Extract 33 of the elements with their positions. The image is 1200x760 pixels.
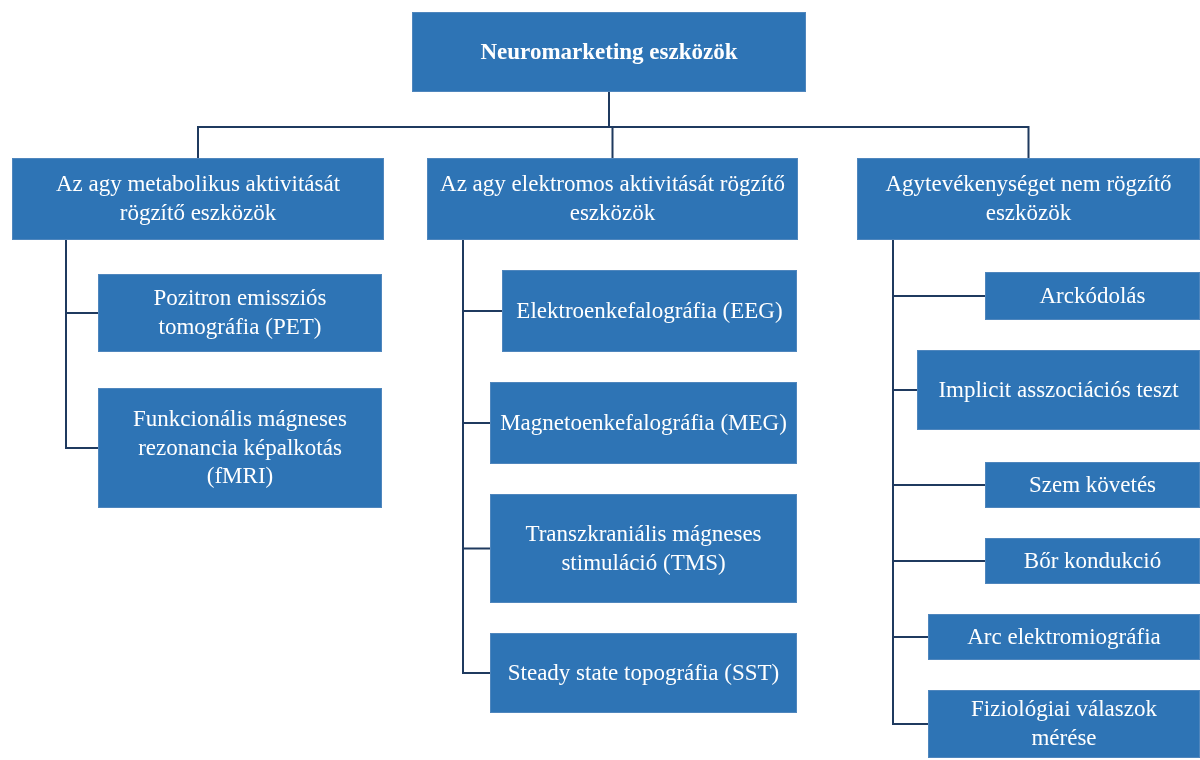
box-label: Arckódolás [1039, 281, 1146, 310]
category-box [427, 158, 798, 240]
category-box [857, 158, 1200, 240]
box-label: Az agy metabolikus aktivitását rögzítő eszközök [54, 170, 342, 227]
box-label: Szem követés [1028, 470, 1157, 499]
box-label: Az agy elektromos aktivitását rögzítő eszközök [439, 170, 786, 227]
category-box [490, 494, 797, 603]
box-label: Elektroenkefalográfia (EEG) [516, 296, 783, 325]
box-label: Pozitron emissziós tomográfia (PET) [152, 284, 328, 341]
category-box [490, 382, 797, 464]
box-label: Fiziológiai válaszok mérése [970, 695, 1158, 752]
box-label: Bőr kondukció [1023, 546, 1162, 575]
box-label: Neuromarketing eszközök [480, 37, 738, 66]
category-box [502, 270, 797, 352]
box-label: Agytevékenységet nem rögzítő eszközök [884, 170, 1173, 227]
box-label: Implicit asszociációs teszt [938, 375, 1179, 404]
box-label: Steady state topográfia (SST) [507, 658, 780, 687]
category-box [928, 690, 1200, 758]
category-box [98, 274, 382, 352]
category-box [985, 462, 1200, 508]
category-box [917, 350, 1200, 430]
box-label: Transzkraniális mágneses stimuláció (TMS) [524, 519, 763, 577]
category-box [12, 158, 384, 240]
category-box [985, 272, 1200, 320]
box-label: Magnetoenkefalográfia (MEG) [500, 408, 787, 437]
box-label: Arc elektromiográfia [967, 622, 1161, 651]
connector-line [65, 239, 99, 449]
box-label: Funkcionális mágneses rezonancia képalkotás (fMRI) [132, 404, 348, 491]
root-box [412, 12, 806, 92]
category-box [490, 633, 797, 713]
category-box [98, 388, 382, 508]
category-box [928, 614, 1200, 660]
category-box [985, 538, 1200, 584]
